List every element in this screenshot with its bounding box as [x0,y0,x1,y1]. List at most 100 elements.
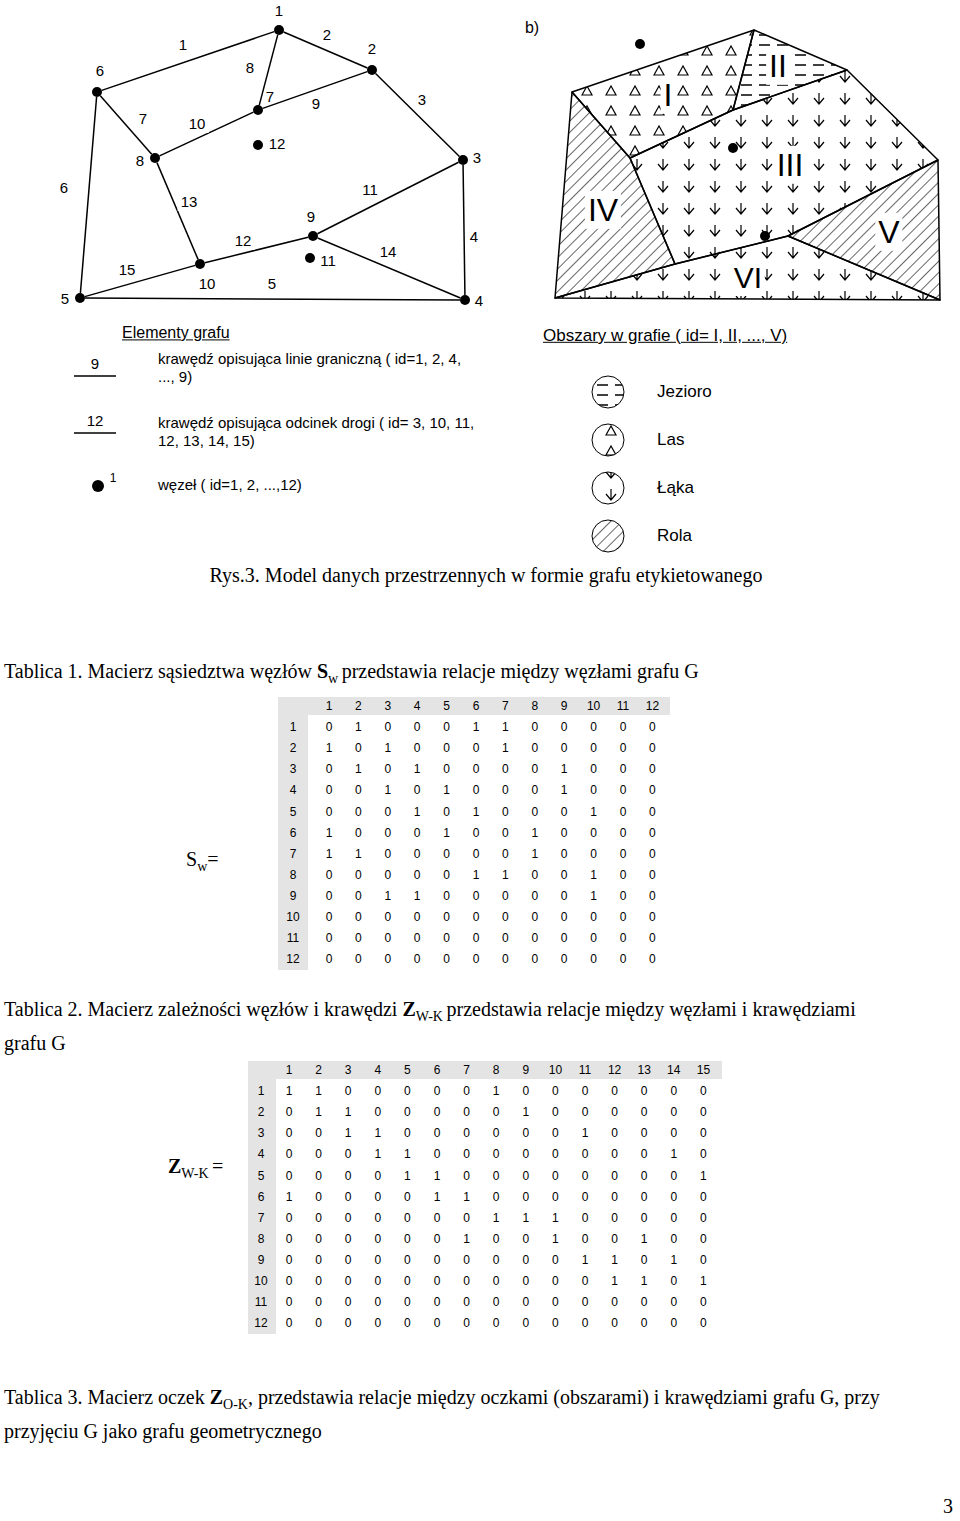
column-number: 15 [697,1063,710,1077]
matrix-cell: 1 [315,1105,322,1119]
matrix-cell: 0 [611,1084,618,1098]
matrix-cell: 0 [531,868,538,882]
column-number: 8 [493,1063,500,1077]
matrix-cell: 0 [326,931,333,945]
matrix-cell: 0 [590,720,597,734]
row-number: 9 [258,1253,265,1267]
matrix-cell: 1 [670,1147,677,1161]
matrix-cell: 0 [611,1105,618,1119]
matrix-cell: 0 [522,1316,529,1330]
table-header-band [248,1061,722,1079]
matrix-cell: 0 [374,1232,381,1246]
matrix-cell: 0 [355,783,362,797]
sample-number: 1 [110,471,117,485]
graph-vertex: 6 [92,87,102,97]
meadow-area [630,70,938,264]
matrix-cell: 0 [552,1105,559,1119]
matrix-cell: 0 [531,762,538,776]
matrix-cell: 0 [473,741,480,755]
matrix-cell: 0 [434,1253,441,1267]
matrix-cell: 0 [326,868,333,882]
legend-text: krawędź opisująca linie graniczną ( id=1… [158,350,478,386]
matrix-cell: 0 [286,1126,293,1140]
matrix-cell: 0 [434,1316,441,1330]
matrix-cell: 1 [502,720,509,734]
matrix-cell: 0 [434,1126,441,1140]
matrix-cell: 0 [582,1105,589,1119]
matrix-cell: 0 [590,952,597,966]
graph-edge [318,238,461,298]
matrix-cell: 0 [493,1274,500,1288]
vertex-number: 5 [61,290,69,307]
matrix-cell: 0 [522,1232,529,1246]
row-number: 7 [258,1211,265,1225]
matrix-cell: 0 [649,910,656,924]
matrix-cell: 0 [345,1190,352,1204]
node-sample [92,480,104,492]
matrix-cell: 0 [561,826,568,840]
matrix-cell: 0 [700,1211,707,1225]
matrix-cell: 1 [414,889,421,903]
row-number: 8 [290,868,297,882]
legend-text: Rola [657,526,692,546]
column-number: 6 [473,699,480,713]
matrix-cell: 0 [326,910,333,924]
vertex-number: 7 [266,88,274,105]
legend-heading: Elementy grafu [122,323,230,342]
matrix-cell: 0 [315,1126,322,1140]
column-number: 8 [531,699,538,713]
matrix-cell: 0 [493,1316,500,1330]
matrix-cell: 0 [384,762,391,776]
matrix-cell: 0 [345,1211,352,1225]
subscript: w [328,671,338,686]
matrix-cell: 0 [611,1211,618,1225]
row-number: 8 [258,1232,265,1246]
caption-line: Tablica 2. Macierz zależności węzłów i k… [4,996,872,1057]
matrix-cell: 0 [620,762,627,776]
matrix-cell: 0 [590,741,597,755]
matrix-cell: 0 [649,783,656,797]
sample-number: 9 [91,355,99,373]
matrix-cell: 0 [493,1253,500,1267]
matrix-cell: 0 [315,1316,322,1330]
matrix-cell: 0 [286,1147,293,1161]
lake-swatch [592,376,624,408]
caption-line: Tablica 3. Macierz oczekZO-K, przedstawi… [4,1384,954,1445]
matrix-cell: 0 [384,847,391,861]
matrix-cell: 0 [473,783,480,797]
matrix-cell: 0 [443,889,450,903]
matrix-cell: 0 [502,847,509,861]
matrix-cell: 0 [443,952,450,966]
matrix-cell: 0 [463,1274,470,1288]
matrix-cell: 0 [414,847,421,861]
column-number: 3 [384,699,391,713]
matrix-cell: 0 [641,1211,648,1225]
matrix-cell: 0 [552,1274,559,1288]
matrix-cell: 0 [286,1274,293,1288]
matrix-cell: 0 [463,1295,470,1309]
matrix-cell: 0 [590,826,597,840]
matrix-cell: 0 [345,1295,352,1309]
matrix-cell: 0 [700,1147,707,1161]
matrix-cell: 0 [414,826,421,840]
matrix-cell: 0 [374,1211,381,1225]
matrix-cell: 0 [404,1084,411,1098]
matrix-cell: 0 [355,741,362,755]
matrix-cell: 0 [561,847,568,861]
matrix-cell: 0 [345,1084,352,1098]
matrix-cell: 1 [434,1190,441,1204]
legend-heading: Obszary w grafie ( id= I, II, ..., V) [543,326,787,346]
matrix-cell: 1 [384,783,391,797]
column-number: 9 [522,1063,529,1077]
caption-text: Z [402,998,415,1020]
matrix-cell: 0 [384,952,391,966]
matrix-cell: 1 [531,847,538,861]
matrix-cell: 0 [493,1147,500,1161]
matrix-cell: 0 [502,826,509,840]
row-number: 1 [290,720,297,734]
matrix-cell: 1 [315,1084,322,1098]
caption-text: Tablica 3. Macierz oczek [4,1386,205,1408]
matrix-cell: 0 [443,741,450,755]
matrix-cell: 0 [649,889,656,903]
